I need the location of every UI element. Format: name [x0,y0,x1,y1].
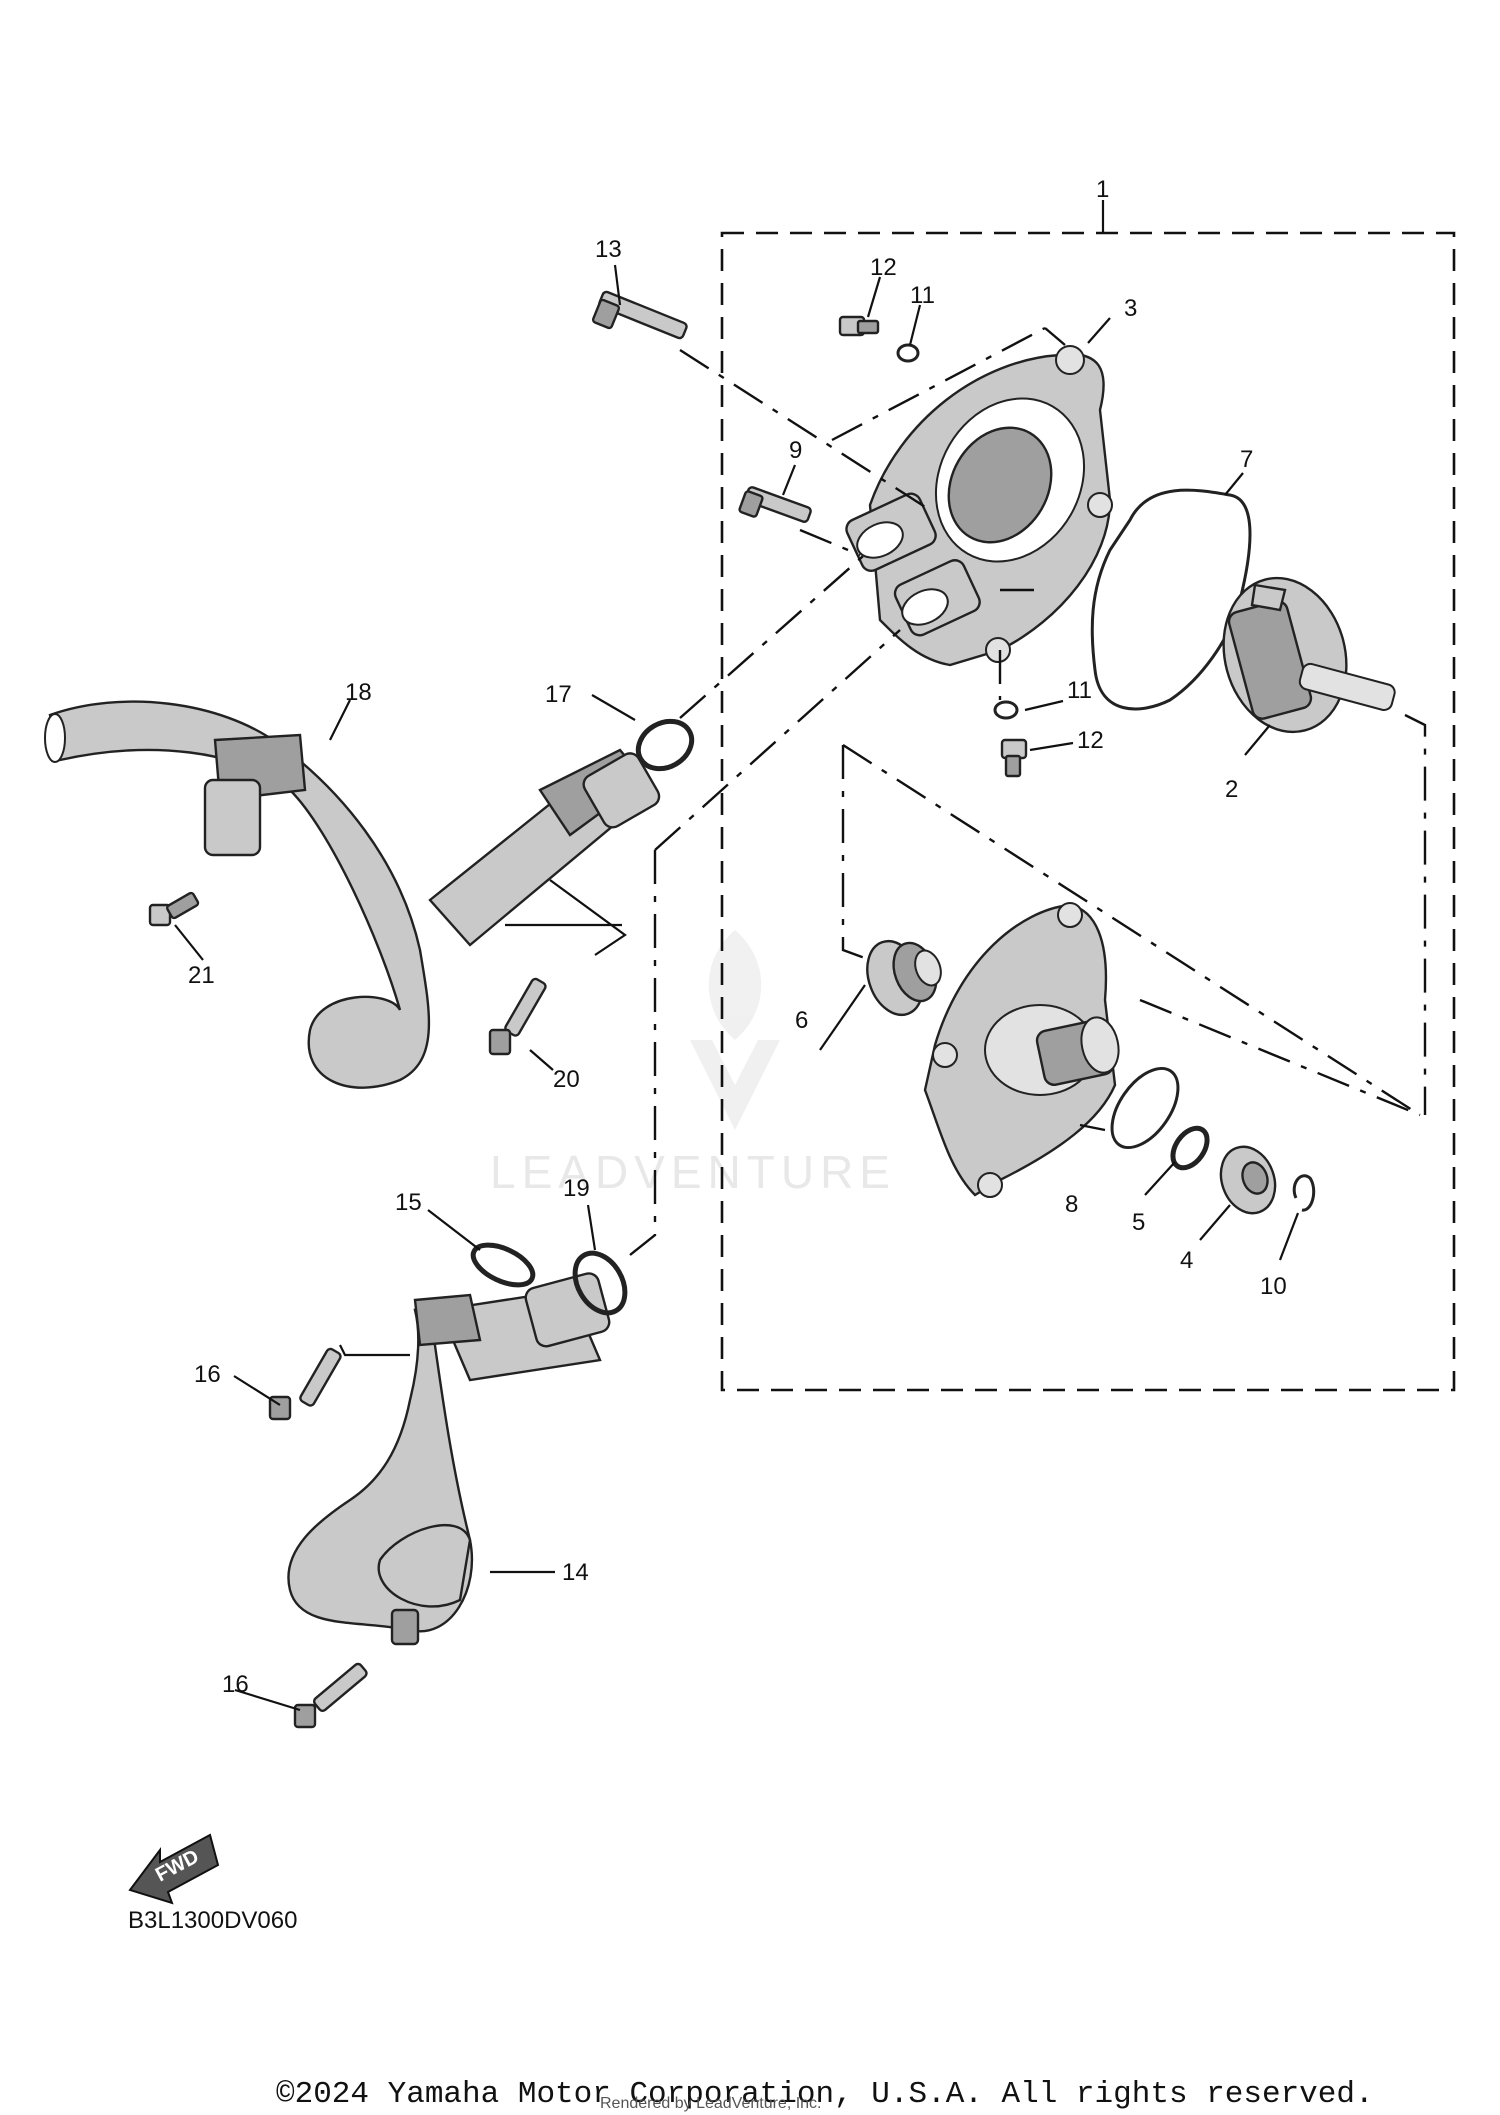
callout-19: 19 [563,1175,590,1202]
callout-11-top: 11 [910,282,935,309]
callouts: 1 2 3 4 5 6 7 8 9 10 11 11 12 12 13 14 1… [188,176,1287,1698]
part-12-bolt-top[interactable] [838,315,880,337]
callout-13: 13 [595,236,622,263]
callout-14: 14 [562,1559,589,1586]
rendered-by: Rendered by LeadVenture, Inc. [600,2095,822,2112]
part-5-oil-seal[interactable] [1166,1122,1214,1174]
part-3-pump-housing[interactable] [843,345,1113,667]
part-19-hose-clamp[interactable] [565,1244,635,1321]
part-11-washer-top[interactable] [896,343,920,363]
part-17-hose-clamp[interactable] [630,712,700,778]
diagram-code: B3L1300DV060 [128,1907,297,1934]
callout-16-bottom: 16 [222,1671,249,1698]
part-2-impeller-shaft[interactable] [1207,564,1397,746]
callout-15: 15 [395,1189,422,1216]
pump-body[interactable] [923,902,1123,1198]
connection-lines [629,326,1427,1256]
part-18-hose[interactable] [44,700,663,1089]
assembly-box [720,231,1456,1392]
callout-20: 20 [553,1066,580,1093]
part-14-hose[interactable] [287,1271,611,1646]
part-8-o-ring[interactable] [1099,1057,1192,1159]
callout-2: 2 [1225,776,1238,803]
part-16-bolt-top[interactable] [268,1347,342,1421]
part-7-o-ring[interactable] [1090,488,1252,711]
callout-3: 3 [1124,295,1137,322]
callout-6: 6 [795,1007,808,1034]
callout-5: 5 [1132,1209,1145,1236]
part-20-bolt[interactable] [488,977,547,1056]
copyright: ©2024 Yamaha Motor Corporation, U.S.A. A… [276,2077,1374,2112]
callout-7: 7 [1240,446,1253,473]
part-10-circlip[interactable] [1292,1174,1316,1212]
part-6-mechanical-seal[interactable] [858,933,946,1022]
part-12-bolt-bottom[interactable] [1000,738,1028,778]
watermark: LEADVENTURE [490,930,896,1198]
callout-4: 4 [1180,1247,1193,1274]
part-15-hose-clamp[interactable] [467,1237,539,1293]
callout-21: 21 [188,962,215,989]
part-21-bolt[interactable] [148,891,200,927]
watermark-text: LEADVENTURE [490,1146,896,1198]
callout-18: 18 [345,679,372,706]
part-16-bolt-bottom[interactable] [293,1662,368,1729]
fwd-arrow-icon: FWD [128,1833,220,1905]
callout-11-bottom: 11 [1067,677,1092,704]
callout-17: 17 [545,681,572,708]
part-9-bolt[interactable] [738,486,812,523]
callout-8: 8 [1065,1191,1078,1218]
part-4-bearing[interactable] [1212,1139,1284,1221]
part-13-bolt[interactable] [591,290,688,340]
part-11-washer-bottom[interactable] [993,700,1019,720]
callout-9: 9 [789,437,802,464]
callout-1: 1 [1096,176,1109,203]
callout-16-top: 16 [194,1361,221,1388]
leader-lines [174,264,1300,1712]
callout-12-top: 12 [870,254,897,281]
callout-10: 10 [1260,1273,1287,1300]
callout-12-bottom: 12 [1077,727,1104,754]
